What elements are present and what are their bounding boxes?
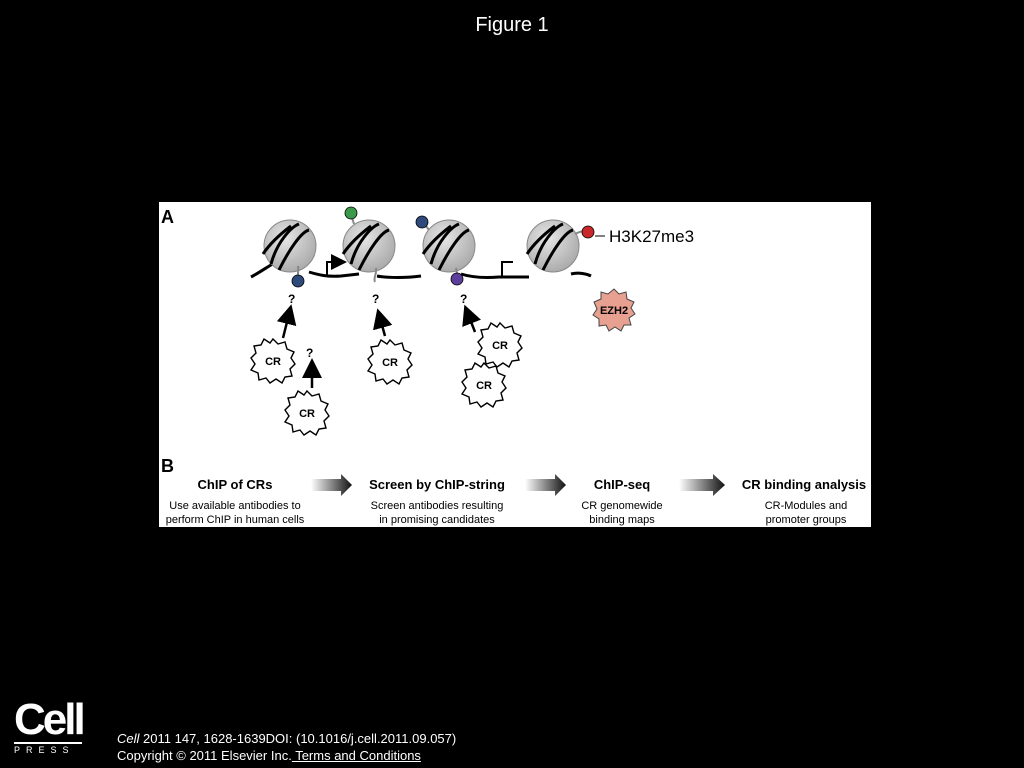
- question-mark-3: ?: [372, 292, 379, 306]
- step-4-title: CR binding analysis: [742, 477, 866, 492]
- slide-title: Figure 1: [475, 14, 549, 36]
- histone-mark-purple: [450, 272, 464, 286]
- step-1-desc-line1: Use available antibodies to: [169, 500, 300, 512]
- step-2-desc-line2: in promising candidates: [379, 514, 495, 526]
- logo-rule: [14, 742, 82, 744]
- cell-press-logo: Cell PRESS: [14, 695, 86, 755]
- binding-arrow-3: [373, 308, 393, 337]
- svg-text:CR: CR: [492, 340, 508, 352]
- tss-arrow-2: [501, 261, 513, 277]
- step-3-desc-line2: binding maps: [589, 514, 655, 526]
- flow-arrow-2: [525, 474, 566, 496]
- h3k27me3-label: H3K27me3: [609, 227, 694, 246]
- nucleosome-1: [261, 219, 317, 273]
- step-3-desc-line1: CR genomewide: [581, 500, 662, 512]
- svg-text:CR: CR: [476, 380, 492, 392]
- copyright-text: Copyright © 2011 Elsevier Inc.: [117, 748, 292, 763]
- panel-a-label: A: [161, 207, 174, 227]
- flow-arrow-3: [679, 474, 725, 496]
- histone-mark-blue-2: [415, 215, 429, 229]
- step-3-title: ChIP-seq: [594, 477, 650, 492]
- question-mark-4: ?: [460, 292, 467, 306]
- cell-logo-text: Cell: [14, 695, 86, 744]
- step-4-desc-line2: promoter groups: [766, 514, 847, 526]
- step-1-title: ChIP of CRs: [198, 477, 273, 492]
- histone-mark-red: [581, 225, 595, 239]
- step-4-desc-line1: CR-Modules and: [765, 500, 848, 512]
- citation-details: 2011 147, 1628-1639DOI: (10.1016/j.cell.…: [139, 731, 457, 746]
- histone-mark-green: [344, 206, 358, 220]
- figure-panel: A: [159, 202, 871, 527]
- ezh2-protein: EZH2: [592, 288, 636, 332]
- terms-and-conditions-link[interactable]: Terms and Conditions: [291, 748, 421, 763]
- cr-protein-3: CR: [367, 339, 413, 385]
- nucleosome-3: [421, 219, 476, 273]
- nucleosome-2: [341, 219, 396, 273]
- cr-protein-5: CR: [461, 362, 507, 408]
- press-logo-text: PRESS: [14, 745, 75, 755]
- citation: Cell 2011 147, 1628-1639DOI: (10.1016/j.…: [117, 731, 456, 746]
- step-2-desc-line1: Screen antibodies resulting: [371, 500, 504, 512]
- nucleosome-4: [525, 219, 580, 273]
- step-2-title: Screen by ChIP-string: [369, 477, 505, 492]
- journal-name: Cell: [117, 731, 140, 746]
- cr-protein-2: CR: [284, 390, 330, 436]
- svg-text:CR: CR: [265, 356, 281, 368]
- histone-mark-blue-1: [291, 274, 305, 288]
- binding-arrow-1: [276, 304, 297, 339]
- copyright-line: Copyright © 2011 Elsevier Inc. Terms and…: [117, 748, 421, 763]
- panel-b-label: B: [161, 456, 174, 476]
- cr-protein-1: CR: [250, 338, 296, 384]
- svg-text:EZH2: EZH2: [600, 305, 628, 317]
- cr-protein-4: CR: [477, 322, 523, 368]
- question-mark-1: ?: [288, 292, 295, 306]
- binding-arrow-4: [462, 304, 481, 333]
- question-mark-2: ?: [306, 346, 313, 360]
- tss-arrow-1: [326, 254, 347, 277]
- flow-arrow-1: [311, 474, 352, 496]
- svg-text:CR: CR: [299, 408, 315, 420]
- dna-strand: [250, 260, 592, 280]
- step-1-desc-line2: perform ChIP in human cells: [166, 514, 305, 526]
- svg-text:CR: CR: [382, 357, 398, 369]
